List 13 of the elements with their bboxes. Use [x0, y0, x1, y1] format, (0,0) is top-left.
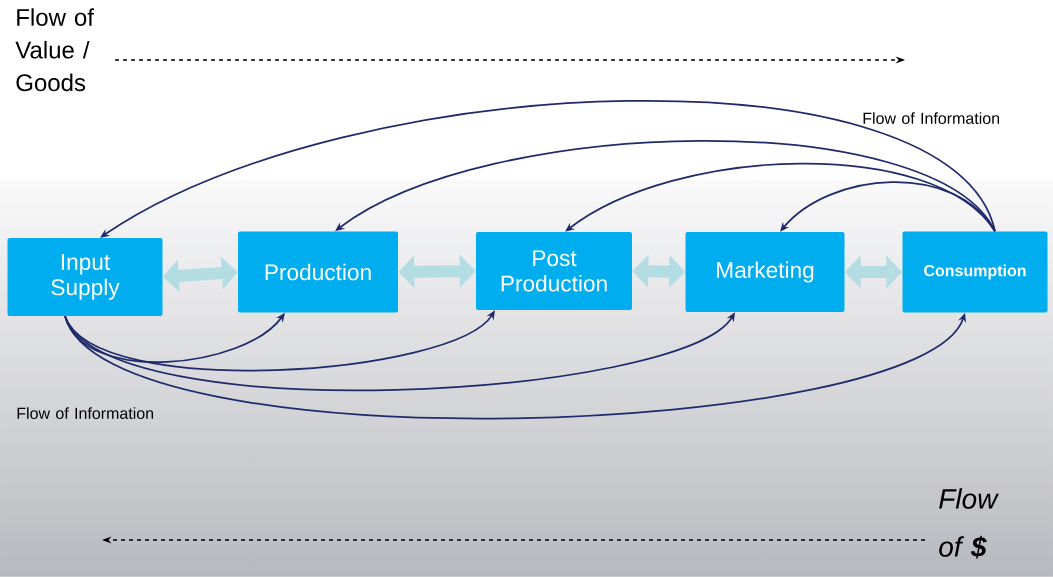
- process-box: Marketing: [685, 232, 845, 312]
- arrow: [100, 100, 996, 238]
- process-box: Consumption: [902, 231, 1048, 313]
- annotation: Flow of Information: [17, 407, 154, 419]
- process-box: Production: [238, 231, 398, 313]
- axis-label: Flow of Value / Goods: [15, 8, 94, 92]
- process-box: Input Supply: [7, 238, 163, 316]
- arrow: [335, 139, 996, 233]
- axis-label: Flow of $: [939, 488, 999, 559]
- arrow: [565, 162, 996, 233]
- arrow: [780, 181, 996, 233]
- annotation: Flow of Information: [863, 112, 1000, 124]
- process-box: Post Production: [476, 232, 632, 310]
